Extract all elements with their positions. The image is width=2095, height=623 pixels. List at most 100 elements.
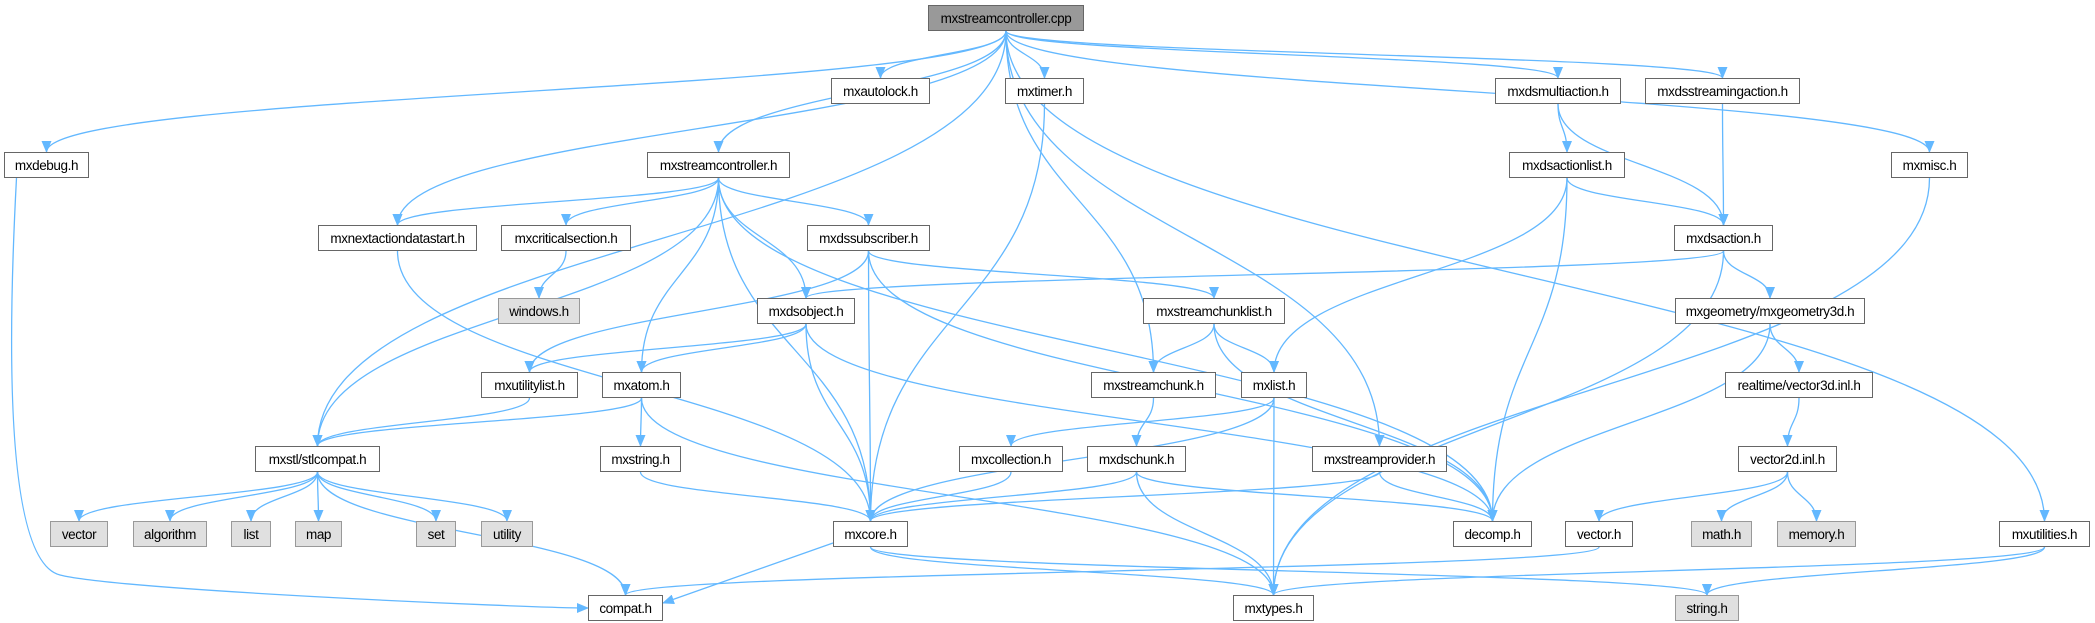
edge-mxstl-stlcompat-h-to-algorithm — [165, 471, 319, 522]
edge-mxstreamcontroller-h-to-decomp-h — [717, 177, 1498, 522]
node-algorithm: algorithm — [133, 521, 207, 547]
node-mxstreamcontroller-h[interactable]: mxstreamcontroller.h — [647, 152, 790, 178]
edge-mxstl-stlcompat-h-to-vector — [74, 471, 319, 522]
node-windows-h: windows.h — [498, 298, 580, 324]
edge-mxatom-h-to-mxstring-h — [635, 397, 646, 447]
edge-realtime-vector3d-inl-h-to-vector2d-inl-h — [1782, 397, 1800, 447]
edge-mxdschunk-h-to-mxtypes-h — [1135, 471, 1279, 596]
edge-mxstreamcontroller-cpp-to-mxstreamprovider-h — [1005, 30, 1385, 447]
edge-mxcore-h-to-string-h — [869, 546, 1712, 596]
edge-mxstreamcontroller-cpp-to-mxutilities-h — [1005, 30, 2050, 522]
edge-mxdsobject-h-to-mxatom-h — [636, 323, 807, 373]
edge-mxstring-h-to-mxcore-h — [639, 471, 876, 522]
edge-mxmisc-h-to-mxtypes-h — [1268, 177, 1931, 596]
edge-mxstreamchunklist-h-to-mxstreamchunk-h — [1148, 323, 1215, 373]
edge-mxstreamcontroller-cpp-to-mxtimer-h — [1005, 30, 1050, 79]
edge-mxtimer-h-to-mxcore-h — [865, 103, 1046, 522]
node-mxstring-h[interactable]: mxstring.h — [600, 446, 681, 472]
edge-mxutilities-h-to-string-h — [1702, 546, 2046, 596]
node-mxnextactiondatastart-h[interactable]: mxnextactiondatastart.h — [318, 225, 477, 251]
edge-mxdssubscriber-h-to-mxcore-h — [865, 250, 876, 522]
node-mxdssubscriber-h[interactable]: mxdssubscriber.h — [807, 225, 930, 251]
node-decomp-h[interactable]: decomp.h — [1453, 521, 1532, 547]
edge-mxgeometry-mxgeometry3d-h-to-realtime-vector3d-inl-h — [1769, 323, 1804, 373]
node-realtime-vector3d-inl-h[interactable]: realtime/vector3d.inl.h — [1725, 372, 1873, 398]
node-mxdsactionlist-h[interactable]: mxdsactionlist.h — [1509, 152, 1625, 178]
edge-mxstreamcontroller-h-to-mxatom-h — [636, 177, 720, 373]
edge-mxcollection-h-to-mxcore-h — [865, 471, 1012, 522]
node-mxstreamprovider-h[interactable]: mxstreamprovider.h — [1312, 446, 1447, 472]
edge-mxstl-stlcompat-h-to-utility — [316, 471, 512, 522]
node-mxautolock-h[interactable]: mxautolock.h — [831, 78, 930, 104]
edge-mxdschunk-h-to-mxcore-h — [865, 471, 1138, 522]
node-string-h: string.h — [1675, 595, 1739, 621]
edge-mxcore-h-to-compat-h — [662, 542, 834, 605]
edge-mxstreamcontroller-cpp-to-mxdsstreamingaction-h — [1005, 30, 1728, 79]
node-mxdsobject-h[interactable]: mxdsobject.h — [757, 298, 855, 324]
edge-mxstreamprovider-h-to-mxcore-h — [865, 471, 1381, 522]
node-mxdebug-h[interactable]: mxdebug.h — [4, 152, 89, 178]
node-mxmisc-h[interactable]: mxmisc.h — [1891, 152, 1968, 178]
edge-mxgeometry-mxgeometry3d-h-to-decomp-h — [1487, 323, 1771, 522]
edge-vector2d-inl-h-to-memory-h — [1786, 471, 1822, 522]
node-mxutilities-h[interactable]: mxutilities.h — [1999, 521, 2090, 547]
node-mxdschunk-h[interactable]: mxdschunk.h — [1087, 446, 1186, 472]
edge-mxdssubscriber-h-to-mxstreamchunklist-h — [867, 250, 1219, 299]
node-mxcollection-h[interactable]: mxcollection.h — [959, 446, 1063, 472]
node-mxcriticalsection-h[interactable]: mxcriticalsection.h — [501, 225, 631, 251]
edge-mxdsmultiaction-h-to-mxdsaction-h — [1557, 103, 1729, 226]
node-mxcore-h[interactable]: mxcore.h — [833, 521, 908, 547]
node-mxstreamcontroller-cpp: mxstreamcontroller.cpp — [928, 5, 1084, 31]
edge-mxdsaction-h-to-mxdsobject-h — [801, 250, 1725, 299]
node-mxatom-h[interactable]: mxatom.h — [602, 372, 681, 398]
edge-mxdsaction-h-to-mxgeometry-mxgeometry3d-h — [1722, 250, 1775, 299]
edge-mxatom-h-to-mxtypes-h — [640, 397, 1279, 596]
node-list: list — [231, 521, 271, 547]
edge-mxstreamcontroller-h-to-mxdssubscriber-h — [717, 177, 874, 226]
node-mxlist-h[interactable]: mxlist.h — [1241, 372, 1307, 398]
node-utility: utility — [481, 521, 533, 547]
node-vector-h[interactable]: vector.h — [1565, 521, 1633, 547]
edge-mxdsactionlist-h-to-mxdsaction-h — [1566, 177, 1729, 226]
edge-mxutilities-h-to-mxtypes-h — [1268, 546, 2046, 596]
edge-mxstreamcontroller-cpp-to-mxautolock-h — [875, 30, 1007, 79]
node-mxstreamchunk-h[interactable]: mxstreamchunk.h — [1091, 372, 1216, 398]
edge-mxstl-stlcompat-h-to-map — [313, 471, 324, 522]
node-mxdsstreamingaction-h[interactable]: mxdsstreamingaction.h — [1645, 78, 1800, 104]
edge-mxstreamprovider-h-to-decomp-h — [1378, 471, 1498, 522]
edge-mxstreamcontroller-h-to-mxcriticalsection-h — [561, 177, 720, 226]
edge-mxcore-h-to-mxtypes-h — [869, 546, 1279, 596]
edge-vector-h-to-compat-h — [620, 546, 1600, 596]
edge-mxstreamcontroller-cpp-to-mxstl-stlcompat-h — [312, 30, 1007, 447]
edge-mxdsactionlist-h-to-decomp-h — [1487, 177, 1568, 522]
edge-mxstreamcontroller-cpp-to-mxmisc-h — [1005, 30, 1935, 153]
edge-mxstreamcontroller-h-to-mxcore-h — [717, 177, 876, 522]
node-mxgeometry-mxgeometry3d-h[interactable]: mxgeometry/mxgeometry3d.h — [1675, 298, 1865, 324]
edge-mxdsobject-h-to-mxcore-h — [805, 323, 876, 522]
edge-mxdsstreamingaction-h-to-mxdsaction-h — [1718, 103, 1729, 226]
node-mxdsaction-h[interactable]: mxdsaction.h — [1674, 225, 1773, 251]
edge-mxdsobject-h-to-mxutilitylist-h — [524, 323, 807, 373]
edge-mxdebug-h-to-compat-h — [10, 177, 589, 613]
node-set: set — [416, 521, 456, 547]
edge-mxdsobject-h-to-decomp-h — [805, 323, 1498, 522]
edge-mxlist-h-to-mxcore-h — [865, 397, 1275, 522]
node-mxstl-stlcompat-h[interactable]: mxstl/stlcompat.h — [255, 446, 380, 472]
node-memory-h: memory.h — [1777, 521, 1856, 547]
node-vector2d-inl-h[interactable]: vector2d.inl.h — [1738, 446, 1837, 472]
node-mxdsmultiaction-h[interactable]: mxdsmultiaction.h — [1495, 78, 1621, 104]
node-mxtypes-h[interactable]: mxtypes.h — [1233, 595, 1314, 621]
edge-mxatom-h-to-mxstl-stlcompat-h — [312, 397, 643, 447]
edge-mxdschunk-h-to-decomp-h — [1135, 471, 1498, 522]
edge-vector2d-inl-h-to-math-h — [1716, 471, 1789, 522]
edge-mxstreamcontroller-cpp-to-mxdebug-h — [41, 30, 1007, 153]
edge-mxlist-h-to-mxtypes-h — [1268, 397, 1279, 596]
edge-mxstreamchunklist-h-to-decomp-h — [1213, 323, 1498, 522]
node-mxtimer-h[interactable]: mxtimer.h — [1005, 78, 1084, 104]
node-mxstreamchunklist-h[interactable]: mxstreamchunklist.h — [1143, 298, 1285, 324]
node-mxutilitylist-h[interactable]: mxutilitylist.h — [481, 372, 578, 398]
edge-mxstreamchunklist-h-to-mxlist-h — [1213, 323, 1279, 373]
edge-mxstreamcontroller-cpp-to-mxnextactiondatastart-h — [392, 30, 1007, 226]
node-compat-h[interactable]: compat.h — [588, 595, 663, 621]
edge-mxstreamcontroller-h-to-mxnextactiondatastart-h — [392, 177, 720, 226]
